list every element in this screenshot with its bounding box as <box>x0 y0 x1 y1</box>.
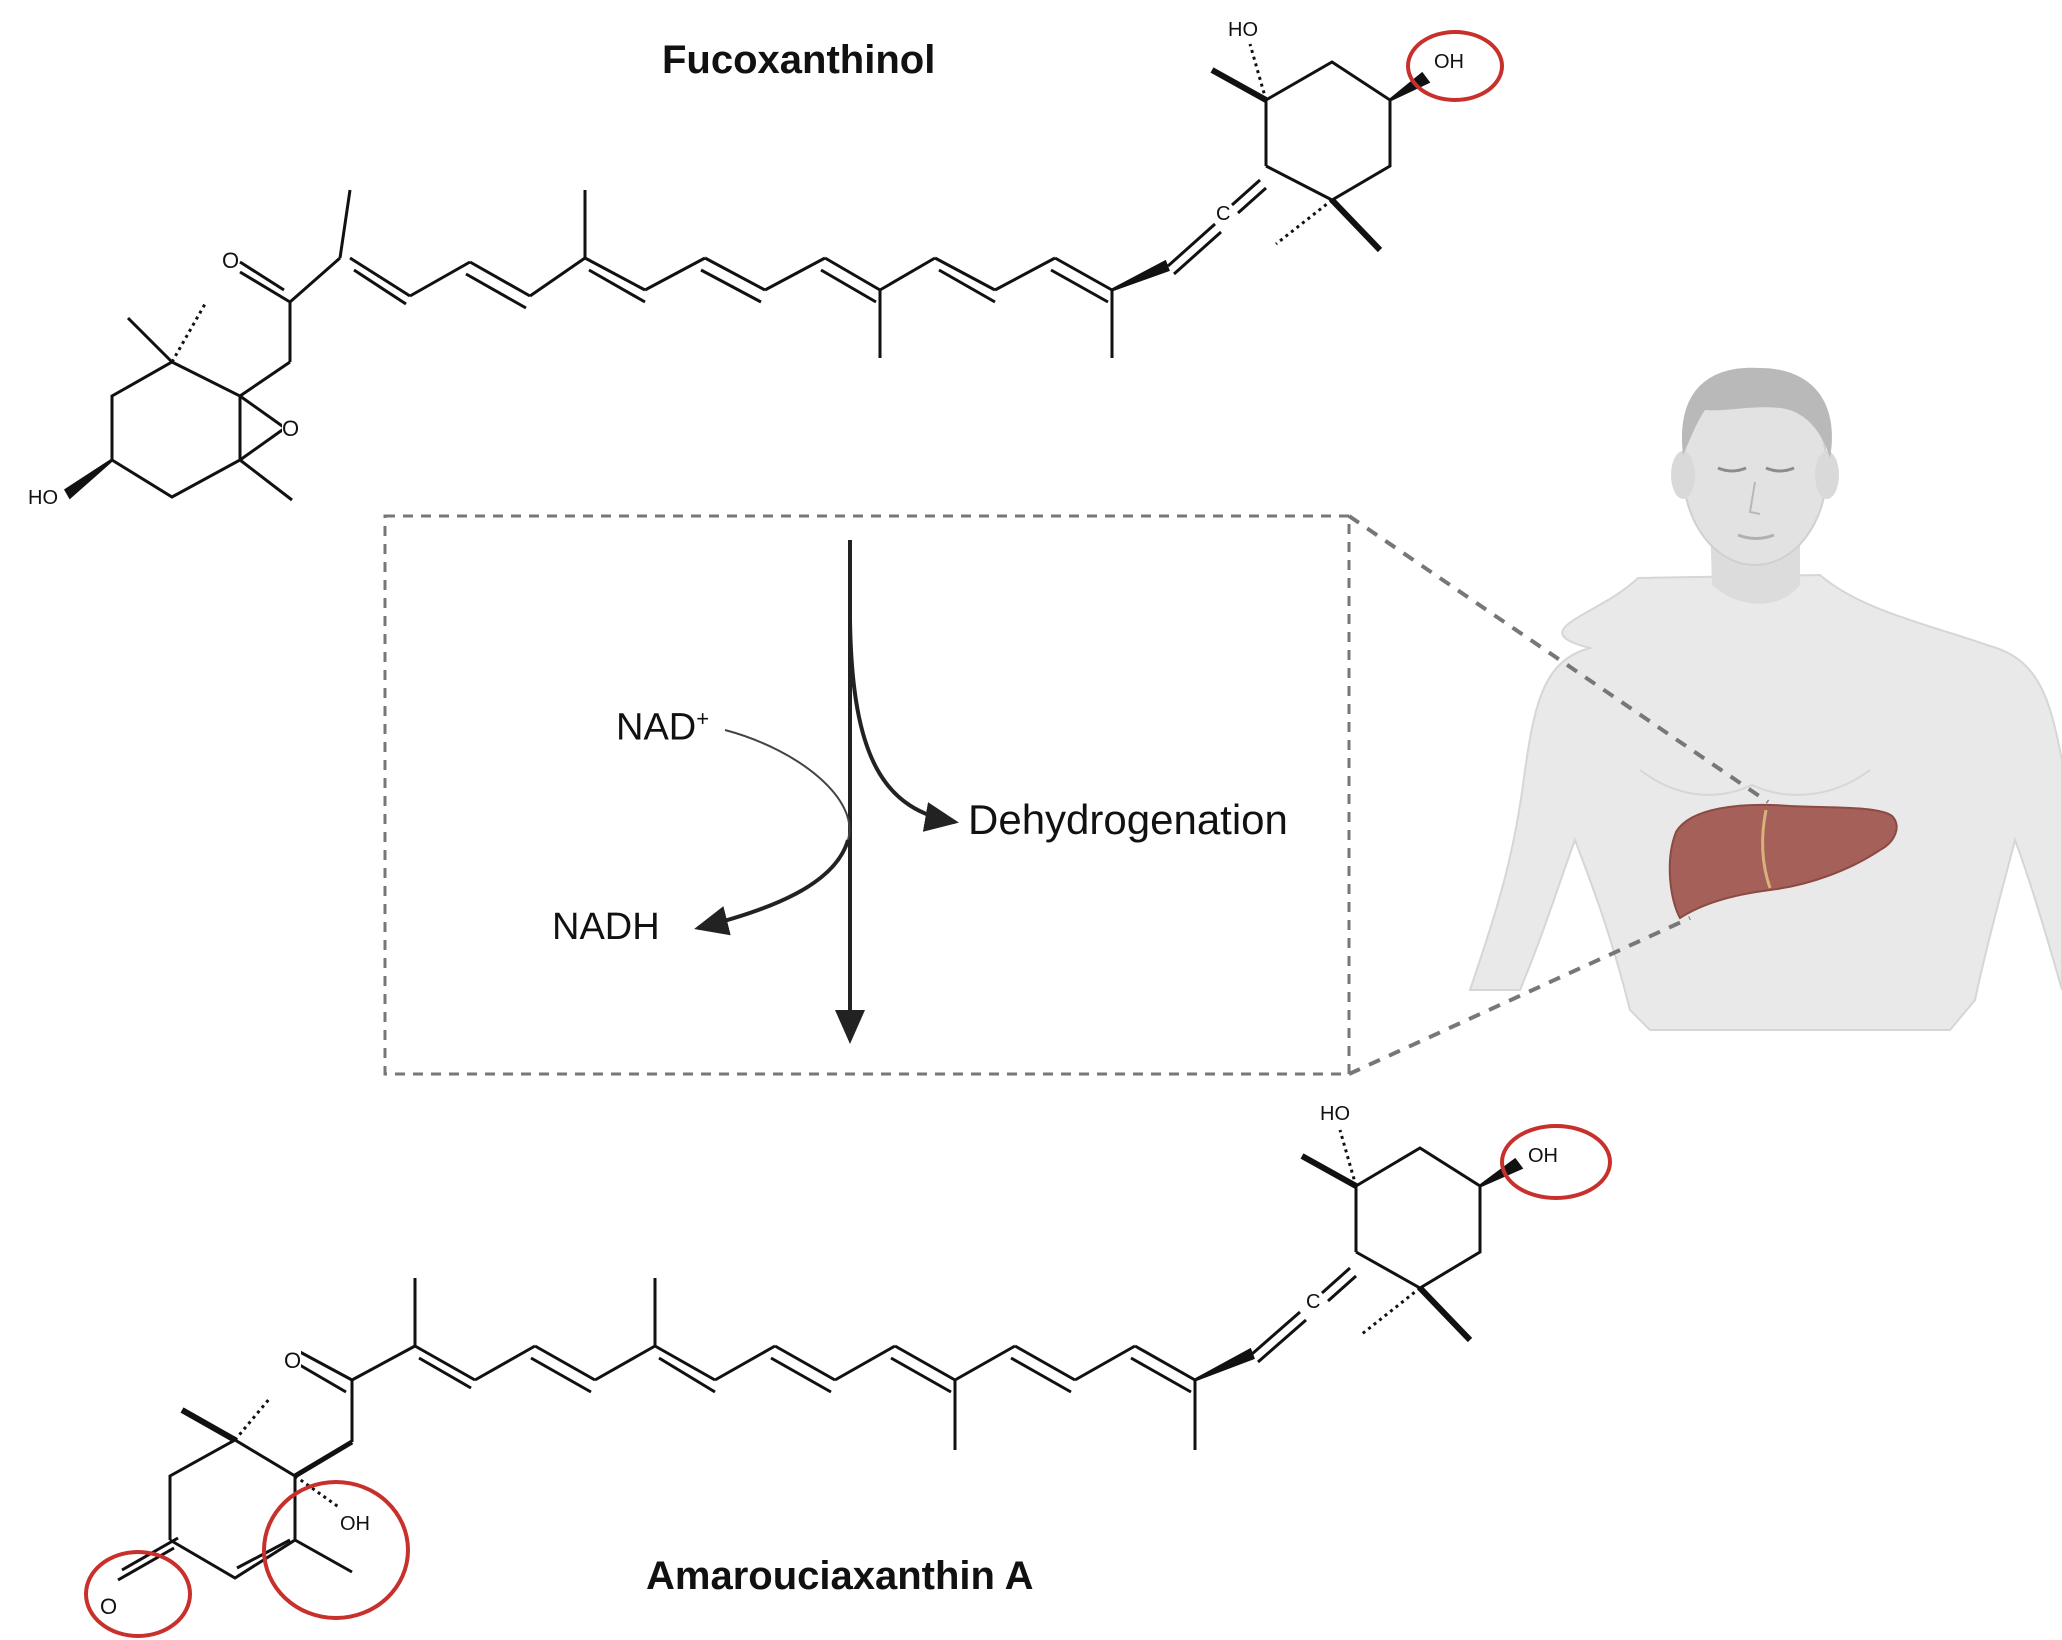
amarouciaxanthin-structure <box>117 1129 1524 1582</box>
top-keto-o-label: O <box>222 248 240 273</box>
human-chest-line <box>1639 769 1871 796</box>
fucoxanthinol-title: Fucoxanthinol <box>662 38 936 82</box>
top-allene-c-label: C <box>1216 203 1231 225</box>
nad-charge: + <box>696 706 710 731</box>
bottom-allene-c-label: C <box>1306 1291 1321 1313</box>
pathway-box <box>383 514 1351 1076</box>
human-figure <box>1468 367 2062 1031</box>
nad-text: NAD <box>616 706 697 749</box>
human-body <box>1468 573 2062 1031</box>
nadh-arrow <box>694 839 850 936</box>
bottom-chain-o-label: O <box>284 1348 302 1373</box>
zoom-line-bottom <box>1348 916 1691 1076</box>
liver-icon <box>1668 803 1898 920</box>
top-right-ho-label: HO <box>1228 19 1258 41</box>
bottom-keto-highlight <box>84 1550 192 1638</box>
human-nose <box>1748 481 1761 515</box>
bottom-hydroxy-highlight <box>262 1480 410 1620</box>
nad-label: NAD+ <box>616 706 709 750</box>
human-eye-left <box>1717 466 1747 473</box>
human-mouth <box>1737 533 1775 540</box>
nad-thin-curve <box>724 729 851 841</box>
top-epoxide-o-label: O <box>282 416 300 441</box>
bottom-right-ho-label: HO <box>1320 1103 1350 1125</box>
amarouciaxanthin-title: Amarouciaxanthin A <box>646 1554 1034 1598</box>
bottom-oh-highlight <box>1500 1124 1612 1200</box>
dehydrogenation-label: Dehydrogenation <box>968 796 1288 843</box>
fucoxanthinol-structure <box>63 43 1431 502</box>
top-oh-highlight <box>1406 30 1504 102</box>
human-ear-left <box>1671 451 1695 499</box>
nadh-label: NADH <box>552 906 660 948</box>
liver-ligament <box>1761 809 1772 889</box>
human-eye-right <box>1765 466 1795 473</box>
dehydrogenation-arrow <box>848 619 959 832</box>
top-left-ho-label: HO <box>28 487 58 509</box>
zoom-line-top <box>1347 514 1770 804</box>
human-hair <box>1681 367 1832 458</box>
human-ear-right <box>1815 451 1839 499</box>
